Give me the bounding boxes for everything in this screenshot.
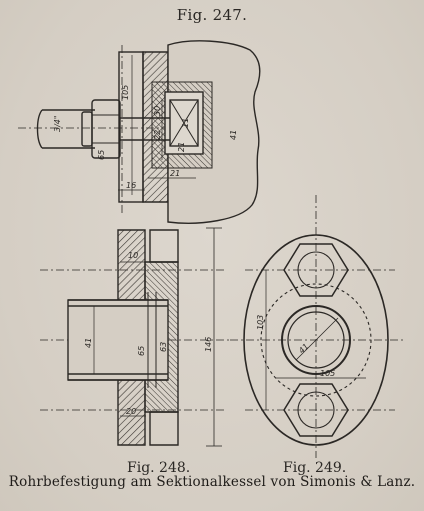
dim-247-11: 11	[181, 118, 190, 128]
dim-247-105: 105	[121, 85, 130, 100]
dim-247-30: 30	[153, 106, 162, 116]
figure-caption: Rohrbefestigung am Sektionalkessel von S…	[8, 474, 416, 490]
dim-249-41: 41	[297, 342, 311, 356]
dim-248-10: 10	[128, 251, 138, 260]
dim-248-146: 146	[204, 337, 213, 352]
dim-247-21: 21	[170, 169, 180, 178]
dim-247-65: 65	[97, 150, 106, 160]
dim-248-65: 65	[137, 346, 146, 356]
dim-249-105: 105	[320, 369, 335, 378]
dim-248-20: 20	[126, 407, 136, 416]
fig-247-dimensions: 105 3/4" 22 30 41 65 16 11 21 21	[53, 85, 238, 190]
dim-249-103: 103	[256, 315, 265, 330]
fig-248-label: Fig. 248.	[127, 460, 191, 476]
dim-248-63: 63	[159, 342, 168, 352]
fig-248-dimensions: 10 146 41 65 63 20	[84, 251, 213, 416]
fig-249-dimensions: 103 41 105	[256, 315, 335, 378]
dim-247-22: 22	[153, 130, 162, 140]
fig-249-label: Fig. 249.	[283, 460, 347, 476]
fig-247-title: Fig. 247.	[176, 6, 248, 24]
dim-247-41: 41	[229, 130, 238, 140]
dim-247-16: 16	[126, 181, 136, 190]
dim-248-41: 41	[84, 338, 93, 348]
fig-248-drawing	[40, 227, 230, 447]
dim-247-thread: 3/4"	[53, 115, 62, 132]
fig-247-drawing	[18, 40, 261, 224]
dim-247-21b: 21	[177, 142, 186, 152]
fig-249-drawing	[230, 195, 405, 458]
